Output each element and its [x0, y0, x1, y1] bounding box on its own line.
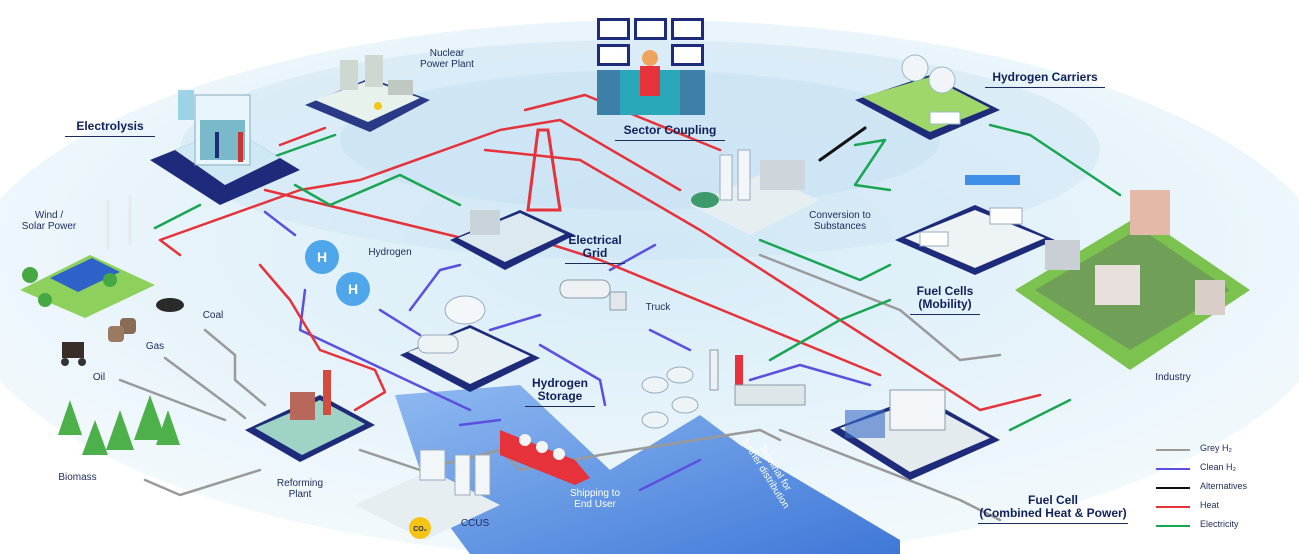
legend-item-electricity: Electricity — [1156, 517, 1296, 536]
clean-line-10 — [638, 458, 702, 492]
label-sector-coupling: Sector Coupling — [615, 124, 725, 141]
elec-line-3 — [293, 173, 462, 207]
grey-line-gas — [163, 356, 247, 420]
grey-line-chp — [778, 428, 1002, 522]
hydrogen-molecule-icon: H H — [305, 240, 370, 306]
clean-line-7 — [648, 328, 692, 352]
label-truck: Truck — [645, 302, 671, 313]
legend-label: Alternatives — [1200, 481, 1248, 491]
hydrogen-storage-site — [400, 295, 540, 392]
legend-label: Grey H₂ — [1200, 443, 1232, 453]
label-industry: Industry — [1155, 372, 1191, 383]
label-fuel-cells-mobility: Fuel Cells (Mobility) — [910, 285, 980, 315]
legend: Grey H₂ Clean H₂ Alternatives Heat Elect… — [1156, 441, 1296, 536]
label-hydrogen-carriers: Hydrogen Carriers — [985, 71, 1105, 88]
label-electrical-grid: Electrical Grid — [565, 234, 625, 264]
clean-line-9 — [748, 363, 872, 387]
label-conversion: Conversion to Substances — [809, 210, 871, 232]
label-oil: Oil — [92, 372, 106, 383]
clean-line-8 — [608, 243, 657, 272]
heat-line-1 — [158, 118, 682, 257]
grey-line-oil — [118, 378, 227, 422]
clean-line-3 — [378, 308, 422, 337]
nuclear-plant — [305, 55, 430, 132]
grey-line-biomass — [143, 468, 262, 497]
elec-line-4 — [758, 238, 892, 282]
label-electrolysis: Electrolysis — [65, 120, 155, 137]
heat-line-4 — [258, 263, 387, 412]
grey-line-coal — [203, 328, 267, 407]
hydrogen-carriers-site — [855, 54, 1000, 140]
grey-line-industry — [758, 253, 1002, 362]
flow-lines — [118, 93, 1122, 522]
industry-district — [1015, 190, 1250, 370]
clean-line-5 — [488, 313, 542, 332]
conversion-plant — [690, 149, 820, 235]
label-hydrogen: Hydrogen — [368, 247, 412, 258]
truck-vehicle — [559, 279, 627, 311]
fuel-cells-mobility-station — [895, 175, 1055, 275]
label-wind-solar: Wind / Solar Power — [21, 210, 77, 232]
legend-label: Heat — [1200, 500, 1220, 510]
label-hydrogen-storage: Hydrogen Storage — [525, 377, 595, 407]
ccus-plant: CO₂ — [355, 449, 500, 540]
legend-item-alternatives: Alternatives — [1156, 479, 1296, 498]
elec-line-6 — [988, 123, 1122, 197]
legend-item-heat: Heat — [1156, 498, 1296, 517]
legend-swatch — [1156, 525, 1190, 527]
label-nuclear: Nuclear Power Plant — [420, 48, 474, 70]
biomass-forest — [58, 395, 180, 455]
legend-item-clean-h2: Clean H₂ — [1156, 460, 1296, 479]
sector-coupling-station — [597, 18, 705, 115]
elec-line-7 — [768, 298, 892, 362]
legend-swatch — [1156, 487, 1190, 489]
label-reforming: Reforming Plant — [276, 478, 324, 500]
label-coal: Coal — [202, 310, 224, 321]
legend-swatch — [1156, 449, 1190, 451]
electrical-grid-station — [450, 128, 575, 270]
elec-line-1 — [153, 203, 202, 230]
legend-swatch — [1156, 506, 1190, 508]
clean-line-11 — [458, 418, 502, 427]
fuel-cell-chp-plant — [830, 389, 1000, 480]
reforming-plant — [245, 370, 375, 462]
cargo-ship — [500, 430, 590, 485]
terminal-site — [641, 349, 806, 429]
clean-line-2 — [298, 288, 472, 412]
label-biomass: Biomass — [58, 472, 97, 483]
legend-label: Electricity — [1200, 519, 1239, 529]
legend-item-grey-h2: Grey H₂ — [1156, 441, 1296, 460]
label-gas: Gas — [145, 341, 165, 352]
legend-swatch — [1156, 468, 1190, 470]
wind-solar-farm — [20, 195, 155, 318]
label-shipping: Shipping to End User — [569, 488, 621, 510]
elec-line-2 — [268, 133, 337, 160]
h-letter-2: H — [348, 281, 358, 297]
label-fuel-cell-chp: Fuel Cell (Combined Heat & Power) — [978, 494, 1128, 524]
legend-label: Clean H₂ — [1200, 462, 1237, 472]
bay-water — [395, 385, 900, 554]
elec-line-8 — [1008, 398, 1072, 432]
elec-line-5 — [853, 138, 892, 192]
clean-line-1 — [263, 210, 297, 237]
h-letter-1: H — [317, 249, 327, 265]
heat-line-6 — [523, 93, 722, 152]
fossil-sources — [61, 298, 184, 366]
clean-line-4 — [408, 263, 462, 312]
alt-line — [818, 126, 867, 162]
clean-line-6 — [538, 343, 607, 407]
label-ccus: CCUS — [460, 518, 490, 529]
co2-badge: CO₂ — [413, 526, 427, 533]
heat-line-3 — [278, 126, 327, 147]
electrolysis-plant — [150, 90, 300, 205]
heat-line-5 — [483, 148, 1042, 412]
